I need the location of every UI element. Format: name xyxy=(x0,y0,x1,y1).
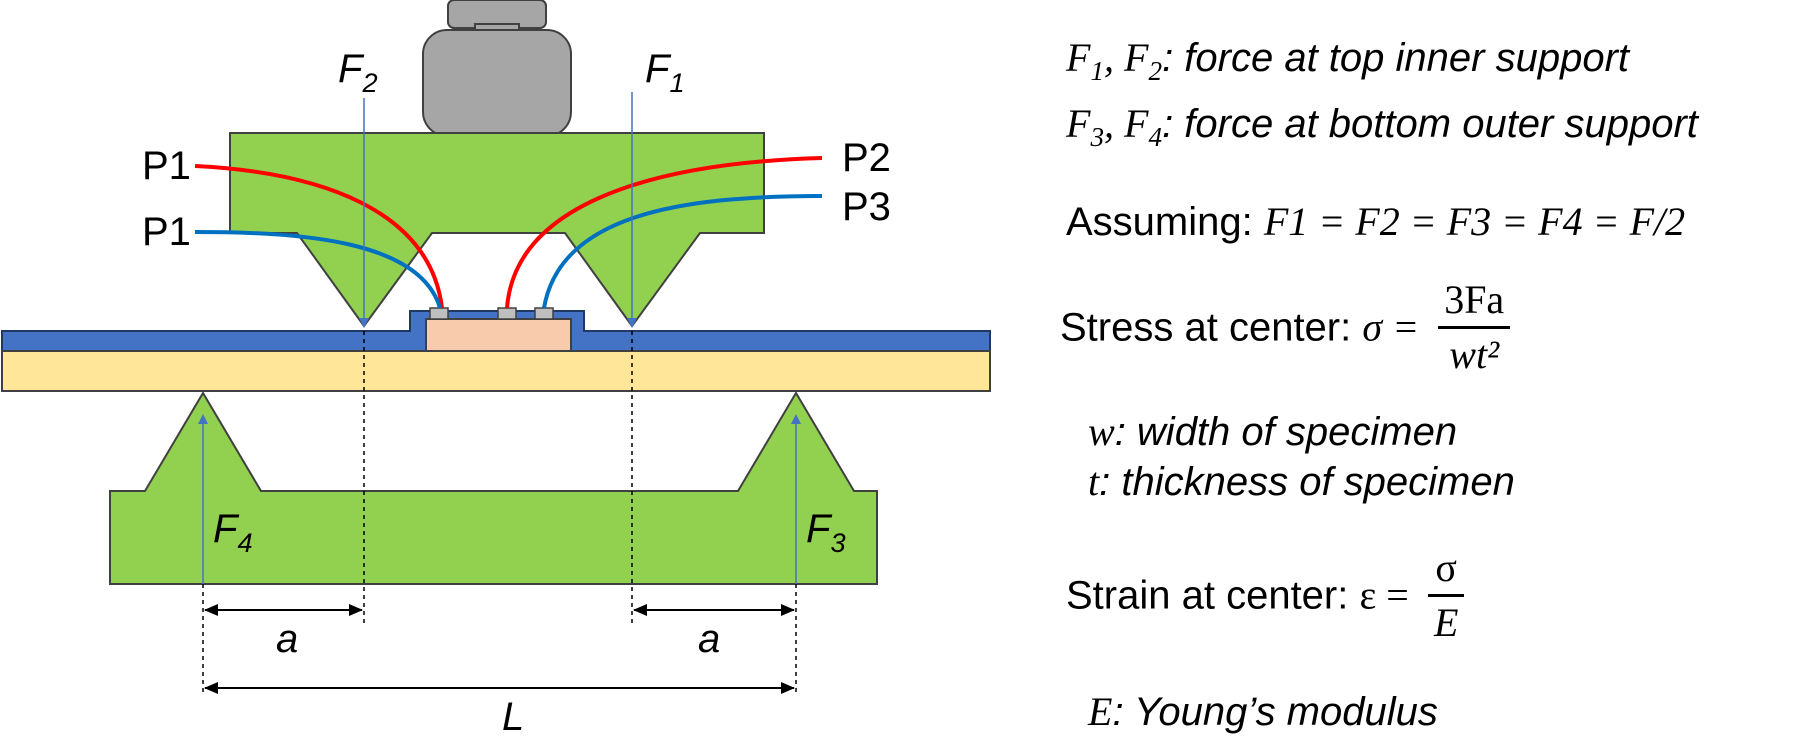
label-f2: F2 xyxy=(338,47,378,98)
probe-wire-p1-blue xyxy=(194,230,442,309)
probe-wire-p2-red xyxy=(505,156,823,309)
label-p3: P3 xyxy=(842,185,891,229)
force-def-bottom: F3, F4: force at bottom outer support xyxy=(1066,101,1698,152)
width-definition: w: width of specimen xyxy=(1088,409,1458,454)
contact-pad-1 xyxy=(429,307,449,320)
contact-pad-2 xyxy=(497,307,517,320)
label-f3: F3 xyxy=(806,507,846,558)
four-point-bending-diagram: F2 F1 F4 F3 P1 P1 P2 P3 a a L xyxy=(1,0,991,737)
strain-equation: Strain at center: ε = σ E xyxy=(1066,548,1465,643)
assuming-formula: F1 = F2 = F3 = F4 = F/2 xyxy=(1263,199,1686,244)
equations-panel: F1, F2: force at top inner support F3, F… xyxy=(1040,0,1817,737)
assuming-equation: Assuming: F1 = F2 = F3 = F4 = F/2 xyxy=(1066,199,1686,244)
force-def-top: F1, F2: force at top inner support xyxy=(1066,35,1629,86)
probe-wire-p1-red xyxy=(194,164,444,309)
chip xyxy=(425,318,572,352)
label-a-left: a xyxy=(276,617,298,661)
label-L: L xyxy=(502,695,524,737)
contact-pad-3 xyxy=(534,307,554,320)
top-inner-support-shape xyxy=(229,132,765,328)
substrate-layer xyxy=(1,350,991,392)
motor-body xyxy=(422,29,572,137)
stress-equation: Stress at center: σ = 3Fa wt² xyxy=(1060,280,1511,375)
load-motor xyxy=(422,0,572,137)
label-p2: P2 xyxy=(842,136,891,180)
label-f4: F4 xyxy=(213,507,253,558)
stress-fraction: 3Fa wt² xyxy=(1438,280,1511,375)
bottom-outer-support xyxy=(109,391,878,585)
label-f1: F1 xyxy=(645,47,685,98)
modulus-definition: E: Young’s modulus xyxy=(1088,689,1438,734)
strain-fraction: σ E xyxy=(1427,548,1465,643)
label-p1-blue: P1 xyxy=(142,210,191,254)
probe-wire-p3-blue xyxy=(542,194,823,309)
thickness-definition: t: thickness of specimen xyxy=(1088,459,1515,504)
label-p1-red: P1 xyxy=(142,144,191,188)
label-a-right: a xyxy=(698,617,720,661)
